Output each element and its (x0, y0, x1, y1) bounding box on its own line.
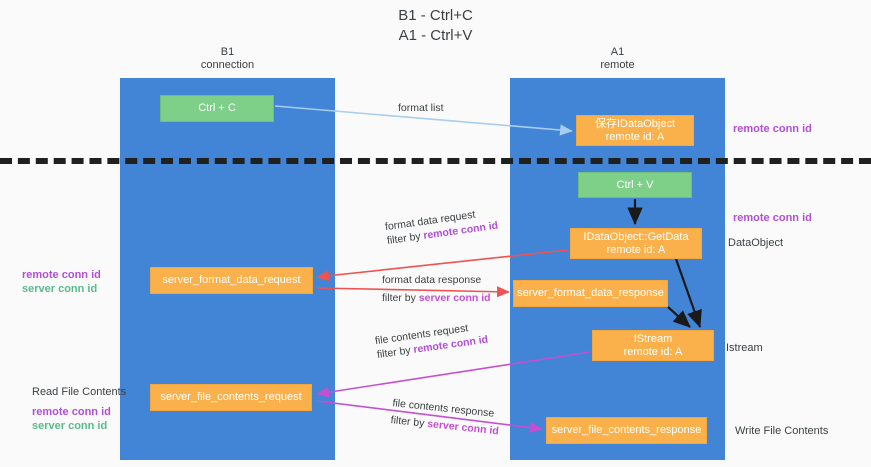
node-ctrl-v-label: Ctrl + V (616, 178, 654, 191)
node-server-file-contents-response-label: server_file_contents_response (551, 424, 702, 436)
annotation-left-conn-ids-1: remote conn id server conn id (22, 268, 101, 296)
annotation-write-file-contents: Write File Contents (735, 425, 829, 437)
node-server-format-data-response[interactable]: server_format_data_response (513, 280, 668, 307)
node-server-file-contents-request[interactable]: server_file_contents_request (150, 384, 312, 411)
column-header-b1-role: connection (200, 59, 255, 71)
annotation-left-remote-conn-id-2: remote conn id (32, 406, 111, 418)
edge-label-format-data-response-text: format data response (382, 274, 482, 286)
node-server-file-contents-request-label: server_file_contents_request (160, 391, 302, 403)
column-header-a1-role: remote (600, 59, 635, 71)
annotation-left-conn-ids-2: Read File Contents remote conn id server… (32, 385, 126, 433)
node-server-format-data-request-label: server_format_data_request (162, 274, 301, 286)
filter-key-server-conn-id: server conn id (418, 292, 491, 304)
filter-prefix: filter by (376, 344, 415, 362)
node-server-format-data-response-label: server_format_data_response (517, 287, 664, 299)
node-save-idataobject[interactable]: 保存IDataObject remote id: A (576, 115, 694, 146)
node-ctrl-c[interactable]: Ctrl + C (160, 95, 274, 122)
annotation-left-remote-conn-id-1: remote conn id (22, 269, 101, 281)
filter-prefix: filter by (382, 292, 419, 304)
node-ctrl-v[interactable]: Ctrl + V (578, 172, 692, 198)
node-ctrl-c-label: Ctrl + C (198, 102, 236, 114)
page-title: B1 - Ctrl+C A1 - Ctrl+V (0, 6, 871, 46)
filter-prefix: filter by (386, 230, 425, 248)
node-idataobject-getdata-sub: remote id: A (606, 243, 666, 256)
annotation-remote-conn-id-top: remote conn id (733, 123, 812, 135)
annotation-dataobject: DataObject (728, 237, 784, 249)
filter-key-server-conn-id: server conn id (426, 417, 500, 438)
node-save-idataobject-sub: remote id: A (605, 130, 665, 143)
annotation-read-file-contents: Read File Contents (32, 386, 127, 398)
node-idataobject-getdata[interactable]: IDataObject::GetData remote id: A (570, 228, 702, 259)
edge-label-format-data-request: format data request filter by remote con… (384, 205, 499, 248)
node-istream-label: IStream (633, 332, 673, 345)
column-header-a1: A1 remote (510, 46, 725, 72)
node-istream[interactable]: IStream remote id: A (592, 330, 714, 361)
column-header-a1-name: A1 (610, 46, 625, 58)
edge-label-file-contents-request: file contents request filter by remote c… (374, 319, 489, 362)
column-header-b1: B1 connection (120, 46, 335, 72)
node-idataobject-getdata-label: IDataObject::GetData (583, 230, 689, 243)
annotation-left-server-conn-id-1: server conn id (22, 283, 98, 295)
edge-label-format-data-response: format data response filter by server co… (382, 273, 491, 305)
node-save-idataobject-label: 保存IDataObject (594, 117, 676, 130)
title-line-1: B1 - Ctrl+C (398, 7, 473, 24)
node-istream-sub: remote id: A (623, 345, 683, 358)
edge-label-format-list-text: format list (398, 102, 444, 114)
column-header-b1-name: B1 (220, 46, 235, 58)
annotation-remote-conn-id-mid: remote conn id (733, 212, 812, 224)
filter-prefix: filter by (390, 414, 428, 430)
title-line-2: A1 - Ctrl+V (398, 27, 473, 44)
annotation-istream: Istream (726, 342, 763, 354)
node-server-format-data-request[interactable]: server_format_data_request (150, 267, 313, 294)
node-server-file-contents-response[interactable]: server_file_contents_response (546, 417, 707, 444)
annotation-left-server-conn-id-2: server conn id (32, 420, 108, 432)
edge-label-format-data-response-filter: filter by server conn id (382, 291, 491, 305)
phase-divider (0, 158, 871, 164)
edge-label-format-list: format list (398, 101, 444, 115)
edge-label-file-contents-response: file contents response filter by server … (390, 396, 501, 438)
